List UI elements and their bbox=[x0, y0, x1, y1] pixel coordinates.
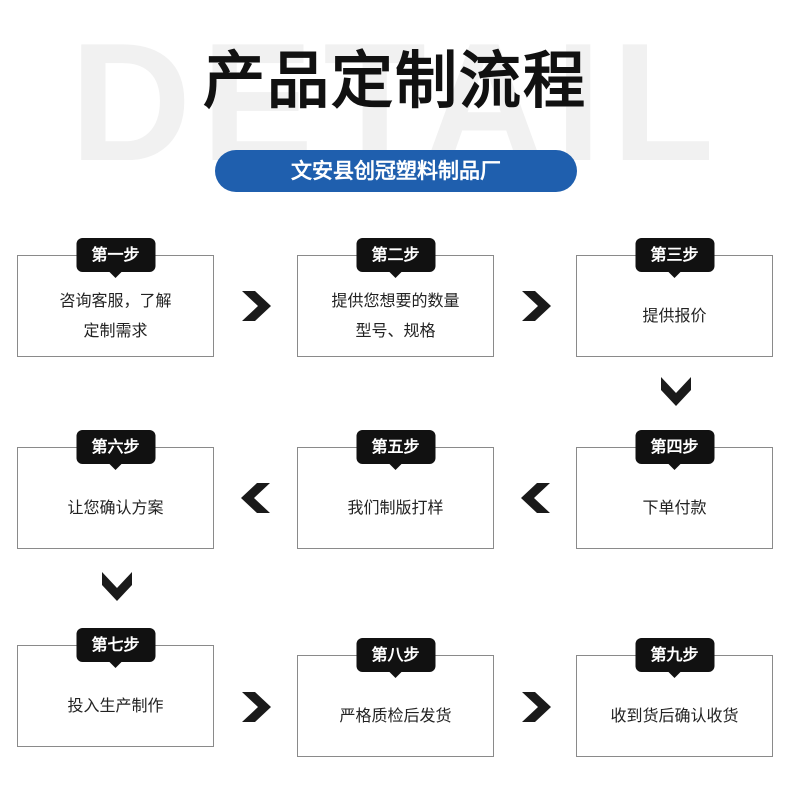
step-description: 咨询客服，了解 定制需求 bbox=[59, 291, 172, 340]
step-card-1: 第一步 咨询客服，了解 定制需求 bbox=[17, 238, 214, 357]
step-card-8: 第八步 严格质检后发货 bbox=[297, 638, 494, 757]
step-badge: 第五步 bbox=[356, 430, 435, 470]
step-description: 严格质检后发货 bbox=[339, 706, 452, 725]
step-badge: 第二步 bbox=[356, 238, 435, 278]
step-card-2: 第二步 提供您想要的数量 型号、规格 bbox=[297, 238, 494, 357]
step-badge: 第六步 bbox=[76, 430, 155, 470]
page-title: 产品定制流程 bbox=[202, 44, 587, 117]
step-badge: 第九步 bbox=[635, 638, 714, 678]
step-description: 让您确认方案 bbox=[67, 498, 164, 517]
company-name-banner: 文安县创冠塑料制品厂 bbox=[215, 150, 577, 192]
step-badge: 第七步 bbox=[76, 628, 155, 668]
step-description: 我们制版打样 bbox=[347, 498, 444, 517]
step-description: 投入生产制作 bbox=[67, 696, 164, 715]
step-badge: 第八步 bbox=[356, 638, 435, 678]
step-card-6: 第六步 让您确认方案 bbox=[17, 430, 214, 549]
step-badge: 第一步 bbox=[76, 238, 155, 278]
chevron-right-icon bbox=[522, 291, 551, 321]
step-card-4: 第四步 下单付款 bbox=[576, 430, 773, 549]
step-description: 提供您想要的数量 型号、规格 bbox=[331, 291, 460, 340]
chevron-right-icon bbox=[242, 291, 271, 321]
step-description: 提供报价 bbox=[642, 306, 707, 325]
step-card-9: 第九步 收到货后确认收货 bbox=[576, 638, 773, 757]
chevron-right-icon bbox=[522, 692, 551, 722]
chevron-left-icon bbox=[241, 483, 270, 513]
step-card-7: 第七步 投入生产制作 bbox=[17, 628, 214, 747]
step-description: 下单付款 bbox=[642, 498, 707, 517]
step-card-3: 第三步 提供报价 bbox=[576, 238, 773, 357]
step-badge: 第三步 bbox=[635, 238, 714, 278]
step-description: 收到货后确认收货 bbox=[610, 706, 739, 725]
chevron-right-icon bbox=[242, 692, 271, 722]
step-card-5: 第五步 我们制版打样 bbox=[297, 430, 494, 549]
chevron-down-icon bbox=[102, 572, 132, 601]
chevron-left-icon bbox=[521, 483, 550, 513]
chevron-down-icon bbox=[661, 377, 691, 406]
step-badge: 第四步 bbox=[635, 430, 714, 470]
